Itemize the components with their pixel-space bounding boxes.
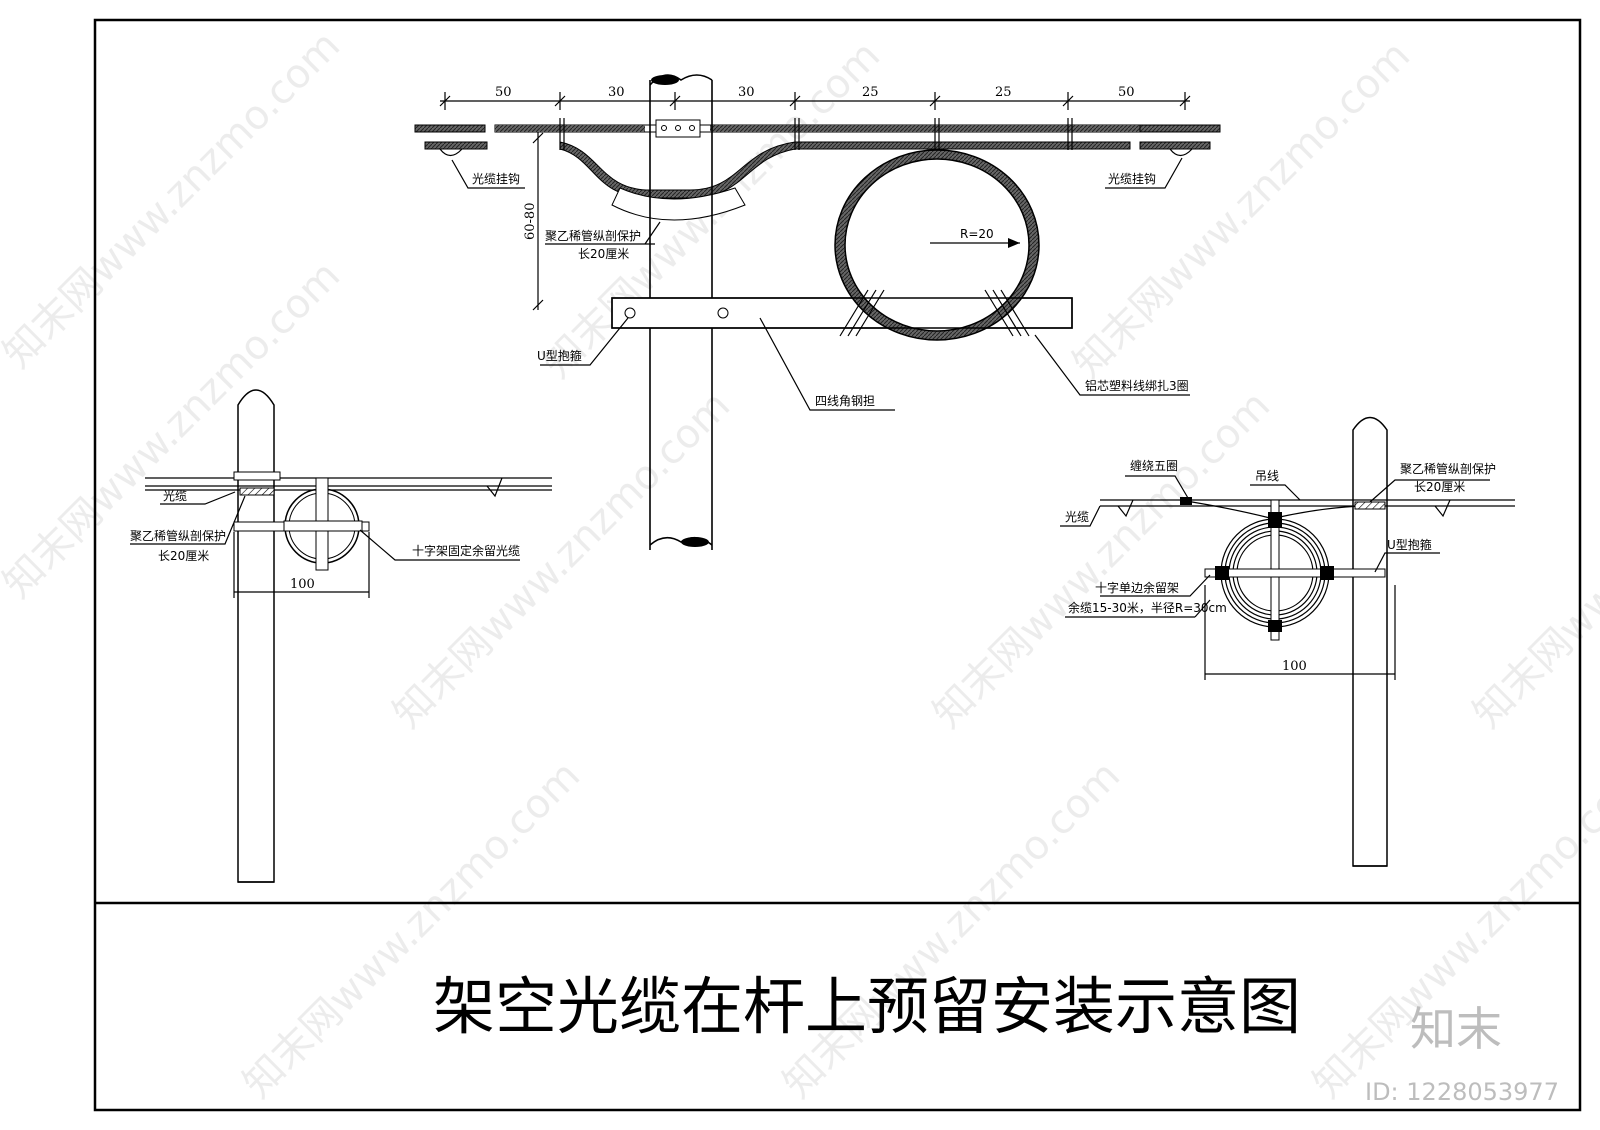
svg-text:知末网www.znzmo.com: 知末网www.znzmo.com	[925, 383, 1280, 738]
top-dim-3: 30	[738, 85, 755, 100]
left-pe-protect-label-2: 长20厘米	[158, 549, 209, 563]
drawing-title: 架空光缆在杆上预留安装示意图	[433, 970, 1301, 1043]
hook-label-left: 光缆挂钩	[472, 172, 520, 186]
messenger-label: 吊线	[1255, 469, 1279, 483]
pe-protect-label-1: 聚乙稀管纵剖保护	[545, 228, 641, 243]
right-pe-protect-label-1: 聚乙稀管纵剖保护	[1400, 461, 1496, 476]
vertical-dim: 60-80	[523, 203, 538, 240]
left-dim: 100	[290, 577, 315, 592]
pe-protect-label-2: 长20厘米	[578, 247, 629, 261]
crossarm-label: 四线角钢担	[815, 394, 875, 408]
hook-label-right: 光缆挂钩	[1108, 172, 1156, 186]
binding-label: 铝芯塑料线绑扎3圈	[1085, 378, 1189, 393]
drawing-frame	[93, 18, 1582, 1112]
frame-label: 十字单边余留架	[1095, 580, 1179, 595]
brand-logo: 知末	[1410, 1002, 1502, 1056]
top-dim-6: 50	[1118, 85, 1135, 100]
right-view: 缠绕五圈 吊线 聚乙稀管纵剖保护 长20厘米 光缆 U型抱箍 十字单边余留架 余…	[1060, 416, 1515, 867]
right-pe-protect-label-2: 长20厘米	[1414, 480, 1465, 494]
cross-frame-label: 十字架固定余留光缆	[412, 543, 520, 558]
slack-label: 余缆15-30米，半径R=30cm	[1068, 600, 1227, 615]
left-view: 光缆 聚乙稀管纵剖保护 长20厘米 十字架固定余留光缆 100	[130, 389, 552, 883]
radius-label: R=20	[960, 227, 994, 241]
wrap-label: 缠绕五圈	[1130, 458, 1178, 473]
left-cable-label: 光缆	[163, 489, 187, 503]
top-view: 50 30 30 25 25 50 光缆挂钩 光缆挂钩 聚乙稀管纵剖保护 长20…	[414, 74, 1221, 550]
watermark-layer: 知末网www.znzmo.com 知末网www.znzmo.com 知末网www…	[0, 23, 1600, 1108]
top-dim-1: 50	[495, 85, 512, 100]
top-dim-4: 25	[862, 85, 879, 100]
svg-text:知末网www.znzmo.com: 知末网www.znzmo.com	[235, 753, 590, 1108]
svg-text:知末网www.znzmo.com: 知末网www.znzmo.com	[775, 753, 1130, 1108]
top-dim-ticks	[439, 92, 1191, 110]
right-dim: 100	[1282, 659, 1307, 674]
right-cable-label: 光缆	[1065, 510, 1089, 524]
id-label: ID: 1228053977	[1365, 1078, 1559, 1106]
u-clamp-label-right: U型抱箍	[1387, 537, 1432, 552]
top-dim-5: 25	[995, 85, 1012, 100]
left-pe-protect-label-1: 聚乙稀管纵剖保护	[130, 528, 226, 543]
top-dim-2: 30	[608, 85, 625, 100]
u-clamp-label-top: U型抱箍	[537, 348, 582, 363]
